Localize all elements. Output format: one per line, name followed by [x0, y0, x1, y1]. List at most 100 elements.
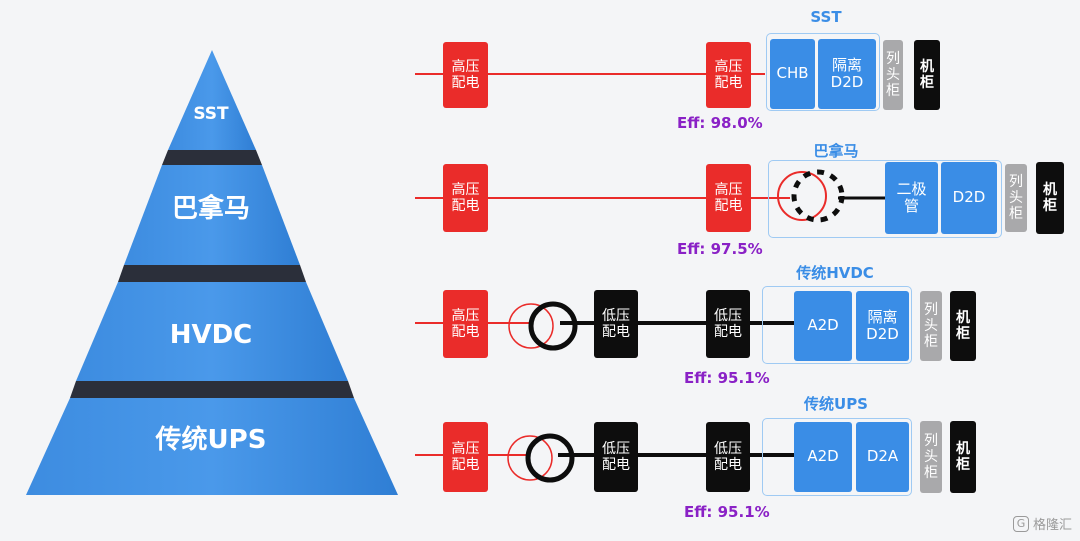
box-label: 机 [1043, 181, 1057, 198]
pyramid: SST 巴拿马 HVDC 传统UPS [26, 50, 398, 495]
server-rack: 机 柜 [914, 40, 940, 110]
column-head-cabinet: 列 头 柜 [920, 421, 942, 493]
box-label: 头 [924, 448, 938, 465]
transformer-icon [508, 301, 578, 351]
box-label: 列 [924, 301, 938, 318]
box-label: 配电 [714, 457, 742, 473]
pyramid-level-hvdc [76, 282, 348, 381]
watermark-text: 格隆汇 [1032, 518, 1072, 533]
a2d-module: A2D [794, 291, 852, 361]
module-outline [762, 418, 912, 496]
pyramid-level-ups [26, 398, 398, 495]
box-label: 列 [924, 432, 938, 449]
box-label: 配电 [602, 324, 630, 340]
column-head-cabinet: 列 头 柜 [883, 40, 903, 110]
box-label: 隔离 [867, 307, 898, 326]
module-outline [766, 33, 880, 111]
lv-distribution-box: 低压 配电 [706, 422, 750, 492]
hv-distribution-box: 高压 配电 [443, 290, 488, 358]
box-label: 柜 [1009, 206, 1023, 223]
diode-module: 二极 管 [885, 162, 938, 234]
box-label: 配电 [602, 457, 630, 473]
pyramid-gap [70, 381, 354, 398]
hv-distribution-box: 高压 配电 [443, 42, 488, 108]
pyramid-label-ups: 传统UPS [155, 424, 267, 455]
box-label: 机 [920, 58, 934, 75]
box-label: 隔离 [831, 55, 862, 74]
box-label: 列 [1009, 173, 1023, 190]
box-label: 柜 [924, 334, 938, 351]
lv-distribution-box: 低压 配电 [594, 290, 638, 358]
box-label: CHB [776, 64, 809, 83]
box-label: 列 [886, 50, 900, 67]
pyramid-gap [118, 265, 306, 282]
box-label: 二极 [896, 179, 927, 198]
isolated-d2d-module: 隔离 D2D [856, 291, 909, 361]
pyramid-gap [162, 150, 262, 165]
box-label: 配电 [714, 324, 742, 340]
efficiency-label: Eff: 97.5% [677, 240, 763, 258]
box-label: 头 [886, 66, 900, 83]
box-label: 头 [1009, 189, 1023, 206]
box-label: D2D [866, 325, 899, 343]
efficiency-label: Eff: 95.1% [684, 503, 770, 521]
box-label: 柜 [886, 83, 900, 100]
box-label: 配电 [451, 75, 480, 91]
box-label: 配电 [714, 75, 743, 91]
box-label: 头 [924, 317, 938, 334]
box-label: 配电 [451, 198, 480, 214]
box-label: D2D [952, 188, 986, 207]
box-label: 机 [956, 309, 970, 326]
server-rack: 机 柜 [950, 421, 976, 493]
row-title-panama: 巴拿马 [813, 142, 859, 160]
d2a-module: D2A [856, 422, 909, 492]
box-label: 柜 [956, 457, 970, 473]
hv-distribution-box: 高压 配电 [706, 42, 751, 108]
hv-distribution-box: 高压 配电 [443, 422, 488, 492]
transformer-icon [507, 433, 575, 483]
box-label: 高压 [451, 307, 480, 324]
box-label: 低压 [602, 440, 630, 457]
lv-distribution-box: 低压 配电 [706, 290, 750, 358]
server-rack: 机 柜 [1036, 162, 1064, 234]
column-head-cabinet: 列 头 柜 [920, 291, 942, 361]
a2d-module: A2D [794, 422, 852, 492]
box-label: 机 [956, 440, 970, 457]
box-label: 管 [903, 197, 919, 215]
box-label: 配电 [451, 457, 480, 473]
hv-distribution-box: 高压 配电 [706, 164, 751, 232]
box-label: 柜 [924, 465, 938, 482]
box-label: 高压 [451, 440, 480, 457]
watermark: G 格隆汇 [1012, 514, 1072, 533]
server-rack: 机 柜 [950, 291, 976, 361]
gelonghui-logo-icon: G [1012, 515, 1029, 532]
box-label: 低压 [714, 440, 742, 457]
box-label: 柜 [920, 75, 934, 91]
module-outline [762, 286, 912, 364]
isolated-d2d-module: 隔离 D2D [818, 39, 876, 109]
pyramid-label-panama: 巴拿马 [172, 193, 250, 224]
lv-distribution-box: 低压 配电 [594, 422, 638, 492]
box-label: 配电 [714, 198, 743, 214]
pyramid-label-hvdc: HVDC [170, 320, 253, 350]
pyramid-level-panama [124, 165, 300, 265]
box-label: 高压 [714, 181, 743, 198]
pyramid-level-sst [168, 50, 256, 150]
efficiency-label: Eff: 95.1% [684, 369, 770, 387]
row-title-hvdc: 传统HVDC [796, 264, 874, 282]
box-label: A2D [807, 447, 839, 466]
box-label: A2D [807, 316, 839, 335]
box-label: 柜 [1043, 198, 1057, 214]
box-label: 低压 [714, 307, 742, 324]
row-title-ups: 传统UPS [804, 395, 868, 413]
phase-shift-transformer-icon [777, 169, 845, 223]
box-label: 高压 [451, 181, 480, 198]
chb-module: CHB [770, 39, 815, 109]
box-label: 低压 [602, 307, 630, 324]
d2d-module: D2D [941, 162, 997, 234]
box-label: 配电 [451, 324, 480, 340]
box-label: 高压 [714, 58, 743, 75]
row-title-sst: SST [810, 8, 842, 26]
hv-distribution-box: 高压 配电 [443, 164, 488, 232]
box-label: D2D [830, 73, 864, 91]
